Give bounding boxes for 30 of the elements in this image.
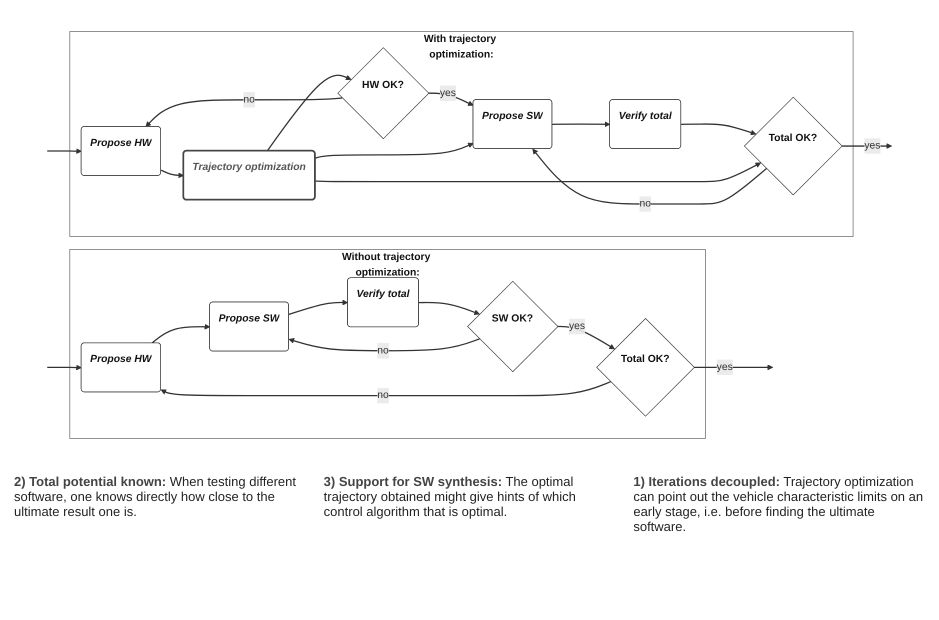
arrow [160, 170, 184, 178]
edge-label: no [243, 94, 255, 105]
edge-label: yes [864, 140, 880, 152]
node-diamond: Total OK? [596, 318, 695, 417]
node-diamond: Total OK? [744, 96, 843, 196]
edge-label: no [377, 344, 389, 356]
arrow [552, 121, 610, 128]
node-diamond: SW OK? [467, 280, 558, 372]
arrow [532, 148, 767, 205]
edge-label: no [639, 198, 651, 210]
edge-label: yes [568, 320, 586, 332]
arrow [266, 74, 352, 152]
arrow [288, 300, 348, 316]
arrow [418, 302, 480, 316]
arrow [681, 123, 756, 136]
node-diamond: HW OK? [337, 47, 430, 140]
arrow [152, 324, 210, 344]
arrow [47, 364, 82, 370]
arrow [315, 162, 762, 182]
note-text: 2) Total potential known: When testing different software, one knows directly how close to the ultimate result one is. [14, 474, 297, 521]
arrow [288, 338, 480, 352]
arrow [315, 142, 474, 159]
arrow [47, 148, 82, 154]
note-text: 1) Iterations decoupled: Trajectory optimization can point out the vehicle characteristic limits on an early stage, i.e. before finding the ultimate software. [633, 474, 924, 534]
edge-label: yes [440, 87, 456, 98]
arrow [160, 381, 611, 396]
edge-label: no [377, 390, 389, 401]
arrow [145, 97, 342, 127]
edge-label: yes [716, 362, 733, 373]
note-text: 3) Support for SW synthesis: The optimal trajectory obtained might give hints of which control algorithm that is optimal. [324, 474, 577, 521]
